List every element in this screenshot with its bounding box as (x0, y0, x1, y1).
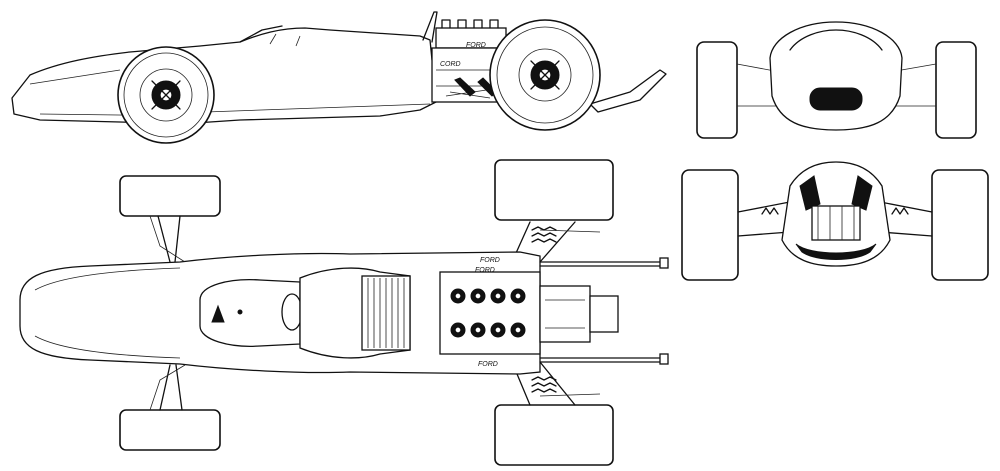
front-view (696, 21, 977, 139)
side-front-wheel (117, 46, 215, 144)
front-right-tire (119, 409, 221, 451)
engine-label: FORD (480, 257, 500, 264)
front-view-left-tire (696, 41, 738, 139)
front-left-tire (119, 175, 221, 217)
engine-label: FORD (478, 361, 498, 368)
front-view-right-tire (935, 41, 977, 139)
rear-view-right-tire (931, 169, 989, 281)
rear-right-tire (494, 404, 614, 466)
engine-label: FORD (466, 42, 486, 49)
side-rear-wheel (489, 19, 601, 131)
engine-label: FORD (475, 267, 495, 274)
top-view: FORD FORD FORD (19, 159, 669, 466)
engine-label: CORD (440, 61, 461, 68)
side-view: FORD CORD (11, 11, 667, 144)
intake-trumpets (450, 288, 526, 338)
rear-view (681, 161, 989, 281)
rear-view-left-tire (681, 169, 739, 281)
rear-left-tire (494, 159, 614, 221)
